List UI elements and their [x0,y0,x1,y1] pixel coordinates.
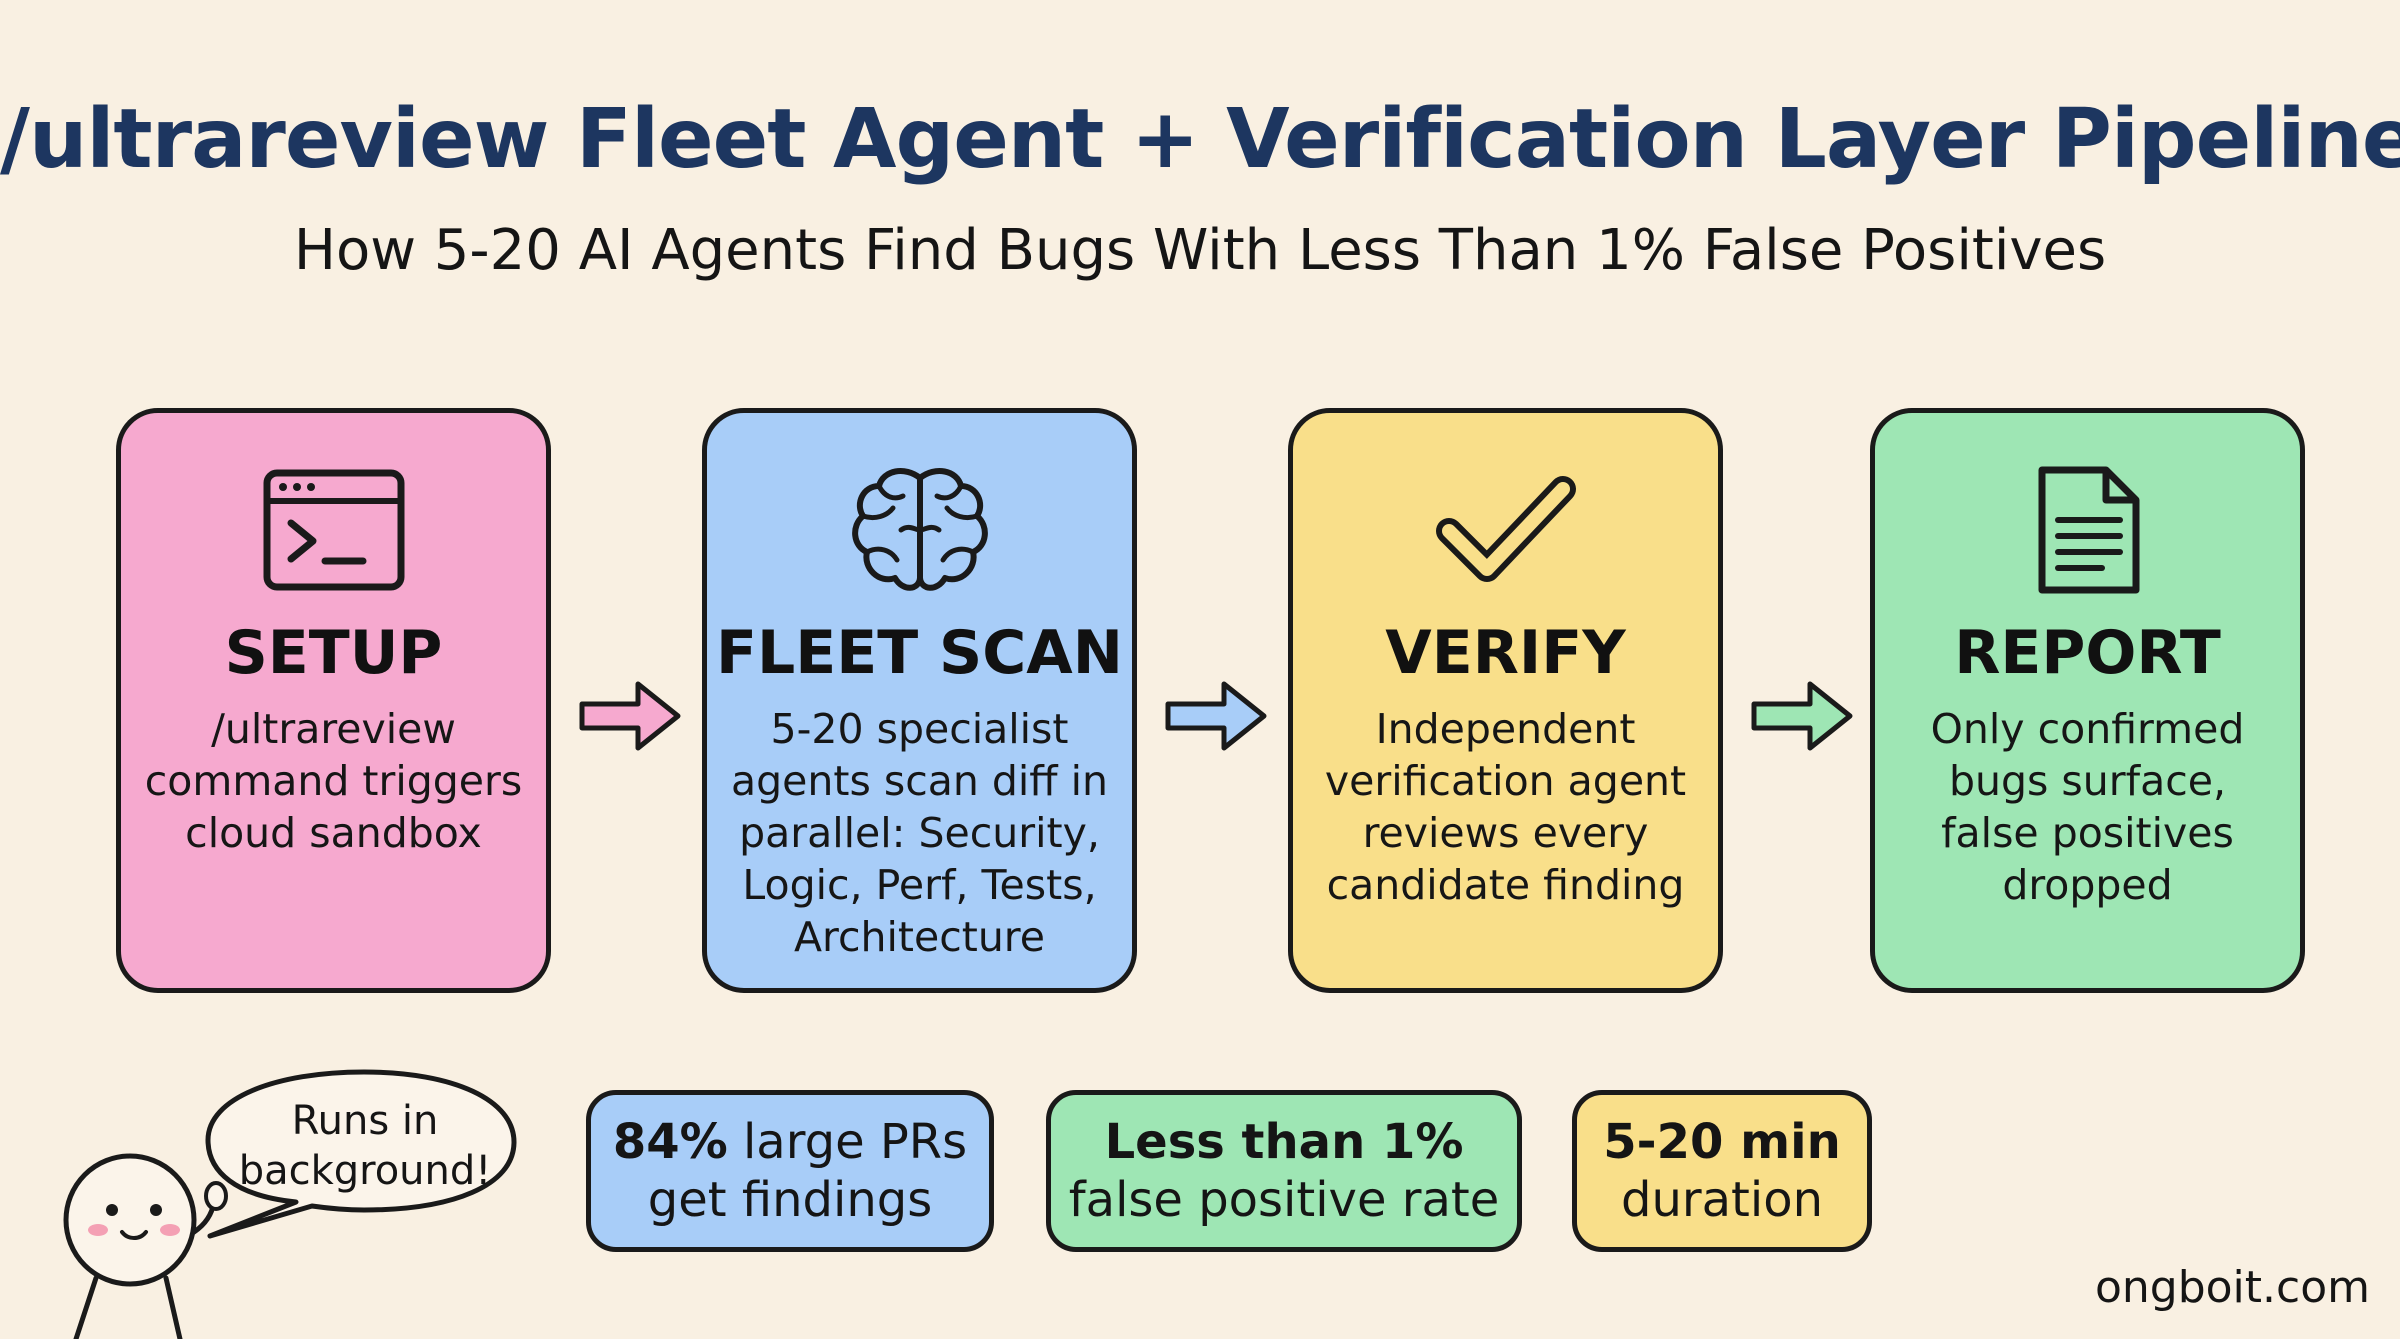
stat-false-positive: Less than 1% false positive rate [1046,1090,1522,1252]
step-description: 5-20 specialist agents scan diff in para… [731,705,1108,961]
speech-bubble-text: Runs in background! [238,1098,492,1194]
step-heading: VERIFY [1385,618,1626,688]
stat-value: 5-20 min [1603,1114,1841,1170]
step-description: Independent verification agent reviews e… [1324,705,1687,909]
arrow-right-icon [1751,681,1853,751]
document-icon [1875,455,2300,605]
arrow-right-icon [1165,681,1267,751]
step-card-fleet-scan: FLEET SCAN 5-20 specialist agents scan d… [702,408,1137,993]
page-subtitle: How 5-20 AI Agents Find Bugs With Less T… [293,218,2107,283]
step-heading: SETUP [224,618,443,688]
step-heading: REPORT [1954,618,2221,688]
character-icon [63,1153,228,1339]
step-card-setup: SETUP /ultrareview command triggers clou… [116,408,551,993]
checkmark-icon [1293,455,1718,605]
stat-label: large PRs [727,1114,968,1170]
page-title: /ultrareview Fleet Agent + Verification … [0,92,2400,187]
step-card-report: REPORT Only confirmed bugs surface, fals… [1870,408,2305,993]
brain-icon [707,455,1132,605]
footer-site: ongboit.com [2094,1262,2370,1313]
stat-value: Less than 1% [1104,1114,1464,1170]
step-card-verify: VERIFY Independent verification agent re… [1288,408,1723,993]
terminal-icon [121,455,546,605]
stat-label-line2: get findings [647,1172,933,1228]
step-description: Only confirmed bugs surface, false posit… [1930,705,2245,909]
stat-label-line2: false positive rate [1068,1172,1500,1228]
step-heading: FLEET SCAN [716,618,1123,688]
stat-value: 84% [612,1114,728,1170]
arrow-right-icon [579,681,681,751]
speech-bubble [205,1069,517,1239]
step-description: /ultrareview command triggers cloud sand… [144,705,523,857]
stat-label-line2: duration [1621,1172,1823,1228]
stat-large-prs: 84% large PRs get findings [586,1090,994,1252]
stat-duration: 5-20 min duration [1572,1090,1872,1252]
